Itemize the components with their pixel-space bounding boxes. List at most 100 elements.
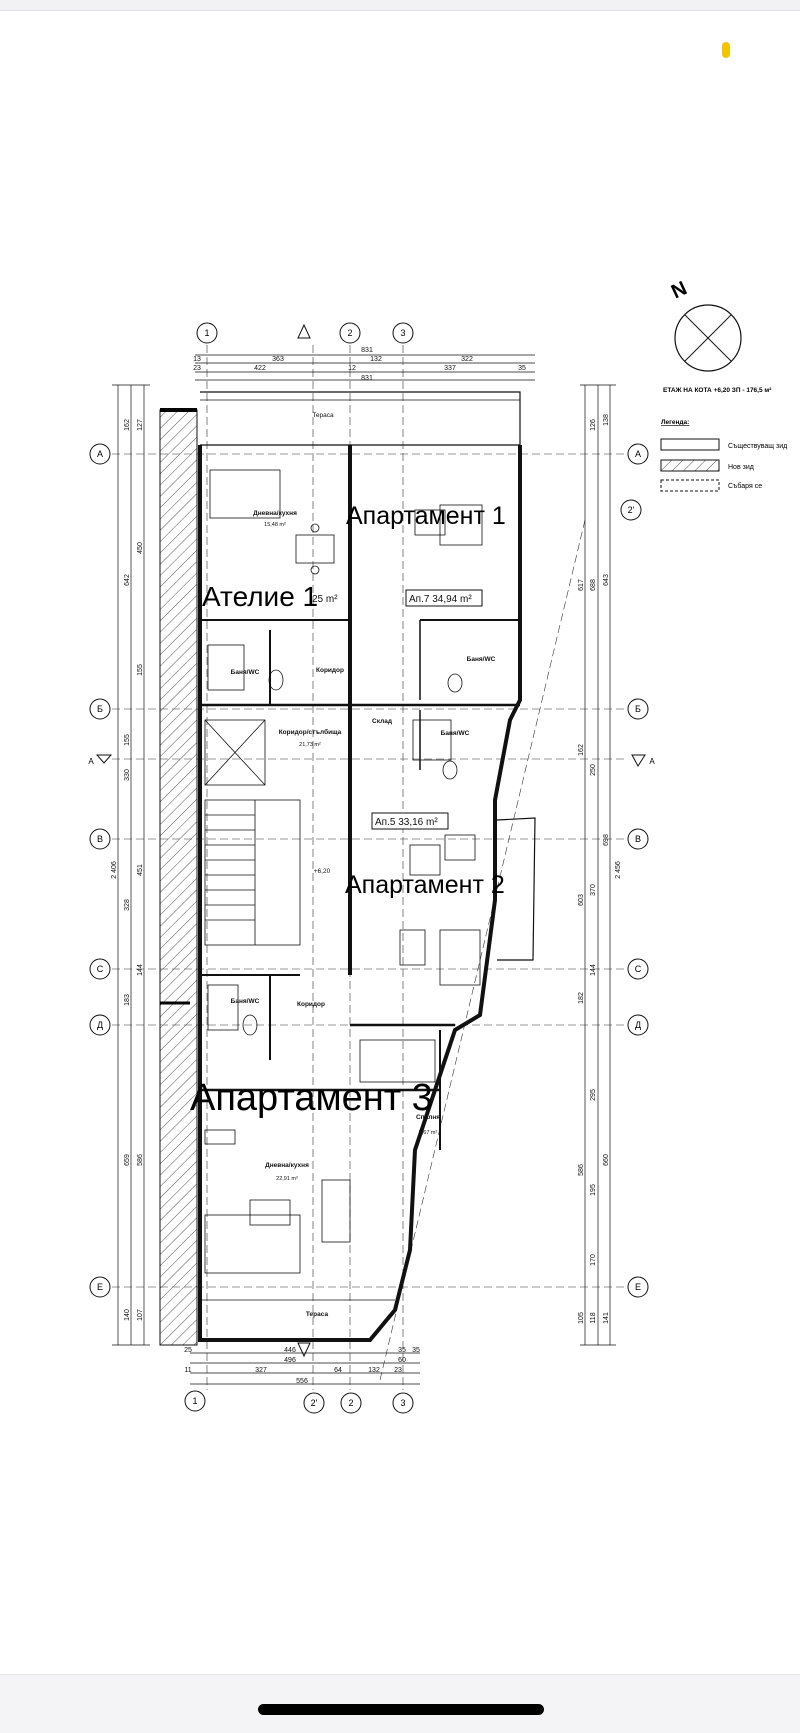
dim-bottom-10: 556 [296,1378,308,1385]
room-terasa-bottom: Тераса [306,1311,329,1318]
dim-top-3: 322 [461,356,473,363]
dim-bottom-5: 60 [398,1357,406,1364]
area-tag-ap5: Ап.5 33,16 m² [375,817,438,828]
elevation-mark: +6,20 [314,868,331,875]
unit-label-apt1: Апартамент 1 [346,502,506,530]
area-tags: Ап.7 34,94 m² Ап.5 33,16 m² 25 m² [312,589,483,830]
legend: Легенда: Съществуващ зид Нов зид Събаря … [660,419,787,492]
dim-right-5: 250 [590,764,597,776]
dim-top-0: 831 [361,347,373,354]
dim-right-3: 617 [578,579,585,591]
room-koridor-1: Коридор [316,667,344,674]
row-axes: А Б А В С Д Е А 2' Б А В С Д Е [88,443,655,1298]
room-banya-2: Баня/WC [231,998,260,1005]
axis-row-left-6: Д [97,1020,103,1030]
room-terasa-top: Тераса [312,412,334,419]
north-label: N [668,277,690,303]
axis-row-right-1: А [635,449,641,459]
dim-left-3: 450 [137,542,144,554]
room-banya-1: Баня/WC [231,669,260,676]
dim-bottom-7: 64 [334,1367,342,1374]
room-spalnya-area: 8,67 m² [419,1130,438,1136]
north-arrow: N [668,277,742,372]
area-tag-ap7: Ап.7 34,94 m² [409,594,472,605]
dim-left-7: 2 406 [111,861,118,879]
dim-right-16: 195 [590,1184,597,1196]
dim-bottom-8: 132 [368,1367,380,1374]
dim-right-20: 141 [603,1312,610,1324]
dim-right-8: 603 [578,894,585,906]
dim-right-12: 182 [578,992,585,1004]
axis-row-right-3: А [649,757,655,766]
legend-swatch-demolish [660,479,720,492]
dimension-lines-left [112,384,150,1346]
dim-bottom-11: 11 [184,1367,191,1374]
dim-right-15: 586 [578,1164,585,1176]
furniture [204,469,483,1274]
dim-bottom-0: 446 [284,1347,296,1354]
unit-label-atelie1: Ателие 1 [202,581,318,612]
dim-right-19: 105 [578,1312,585,1324]
axis-row-right-7: Е [635,1282,641,1292]
dim-right-13: 295 [590,1089,597,1101]
neighbour-wall-hatched [159,409,198,1346]
axis-col-bottom-3: 3 [400,1398,405,1408]
axis-row-right-5: С [635,964,642,974]
area-tag-atelie: 25 m² [312,594,338,605]
unit-label-apt3: Апартамент 3 [190,1077,433,1119]
building-walls [198,391,536,1342]
axis-col-top-3: 3 [400,328,405,338]
dim-top-1: 363 [272,356,284,363]
room-dnevna-top: Дневна/кухня [253,510,297,517]
dim-left-8: 451 [137,864,144,876]
bottom-bar [0,1674,800,1733]
legend-title: Легенда: [661,419,689,426]
dimension-texts-bottom: 446 25 35 35 496 60 327 64 132 23 556 11 [184,1347,420,1385]
dim-top-8: 13 [193,356,201,363]
unit-label-apt2: Апартамент 2 [345,871,505,899]
axis-row-left-4: В [97,834,103,844]
grid-lines [112,345,626,1390]
column-axes-top: 1 2 3 [196,322,414,344]
dim-right-9: 370 [590,884,597,896]
room-spalnya: Спалня [416,1114,440,1121]
axis-row-right-2: Б [635,704,641,714]
dim-right-10: 2 456 [615,861,622,879]
legend-item-demolish: Събаря се [728,482,762,490]
dim-top-5: 12 [348,365,356,372]
dim-left-15: 107 [137,1309,144,1321]
staircase [204,719,301,946]
dim-top-4: 422 [254,365,266,372]
room-dnevna-bottom-area: 22,91 m² [276,1176,298,1182]
home-indicator[interactable] [258,1704,544,1715]
legend-item-existing: Съществуващ зид [728,443,787,450]
top-status-bar [0,0,800,11]
floor-title: ЕТАЖ НА КОТА +6,20 ЗП - 176,5 м² [663,387,772,394]
axis-row-right-extra: 2' [628,505,635,515]
room-koridor-stair: Коридор/стълбища [279,728,342,736]
axis-col-bottom-2: 2 [348,1398,353,1408]
dim-right-1: 126 [590,419,597,431]
legend-swatch-new [660,459,720,472]
recording-indicator-icon [722,42,730,58]
axis-col-top-2: 2 [347,328,352,338]
dim-left-12: 659 [124,1154,131,1166]
dim-right-14: 660 [603,1154,610,1166]
room-dnevna-bottom: Дневна/кухня [265,1162,309,1169]
dim-right-17: 170 [590,1254,597,1266]
room-banya-ap1: Баня/WC [467,656,496,663]
dimension-texts-top: 831 363 132 322 422 12 337 35 13 23 831 [193,347,526,382]
dim-bottom-6: 327 [255,1367,267,1374]
axis-row-left-3: А [88,757,94,766]
dim-left-11: 183 [124,994,131,1006]
dim-bottom-2: 35 [398,1347,406,1354]
dim-right-2: 643 [603,574,610,586]
dim-right-4: 688 [590,579,597,591]
dim-right-18: 118 [590,1312,597,1323]
dim-bottom-9: 23 [394,1367,402,1374]
dimension-texts-left: 162 127 642 450 155 155 330 2 406 451 32… [111,419,144,1321]
dimension-lines-bottom [190,1352,420,1385]
legend-swatch-existing [660,438,720,451]
dim-top-9: 23 [193,365,201,372]
dim-left-14: 140 [124,1309,131,1321]
